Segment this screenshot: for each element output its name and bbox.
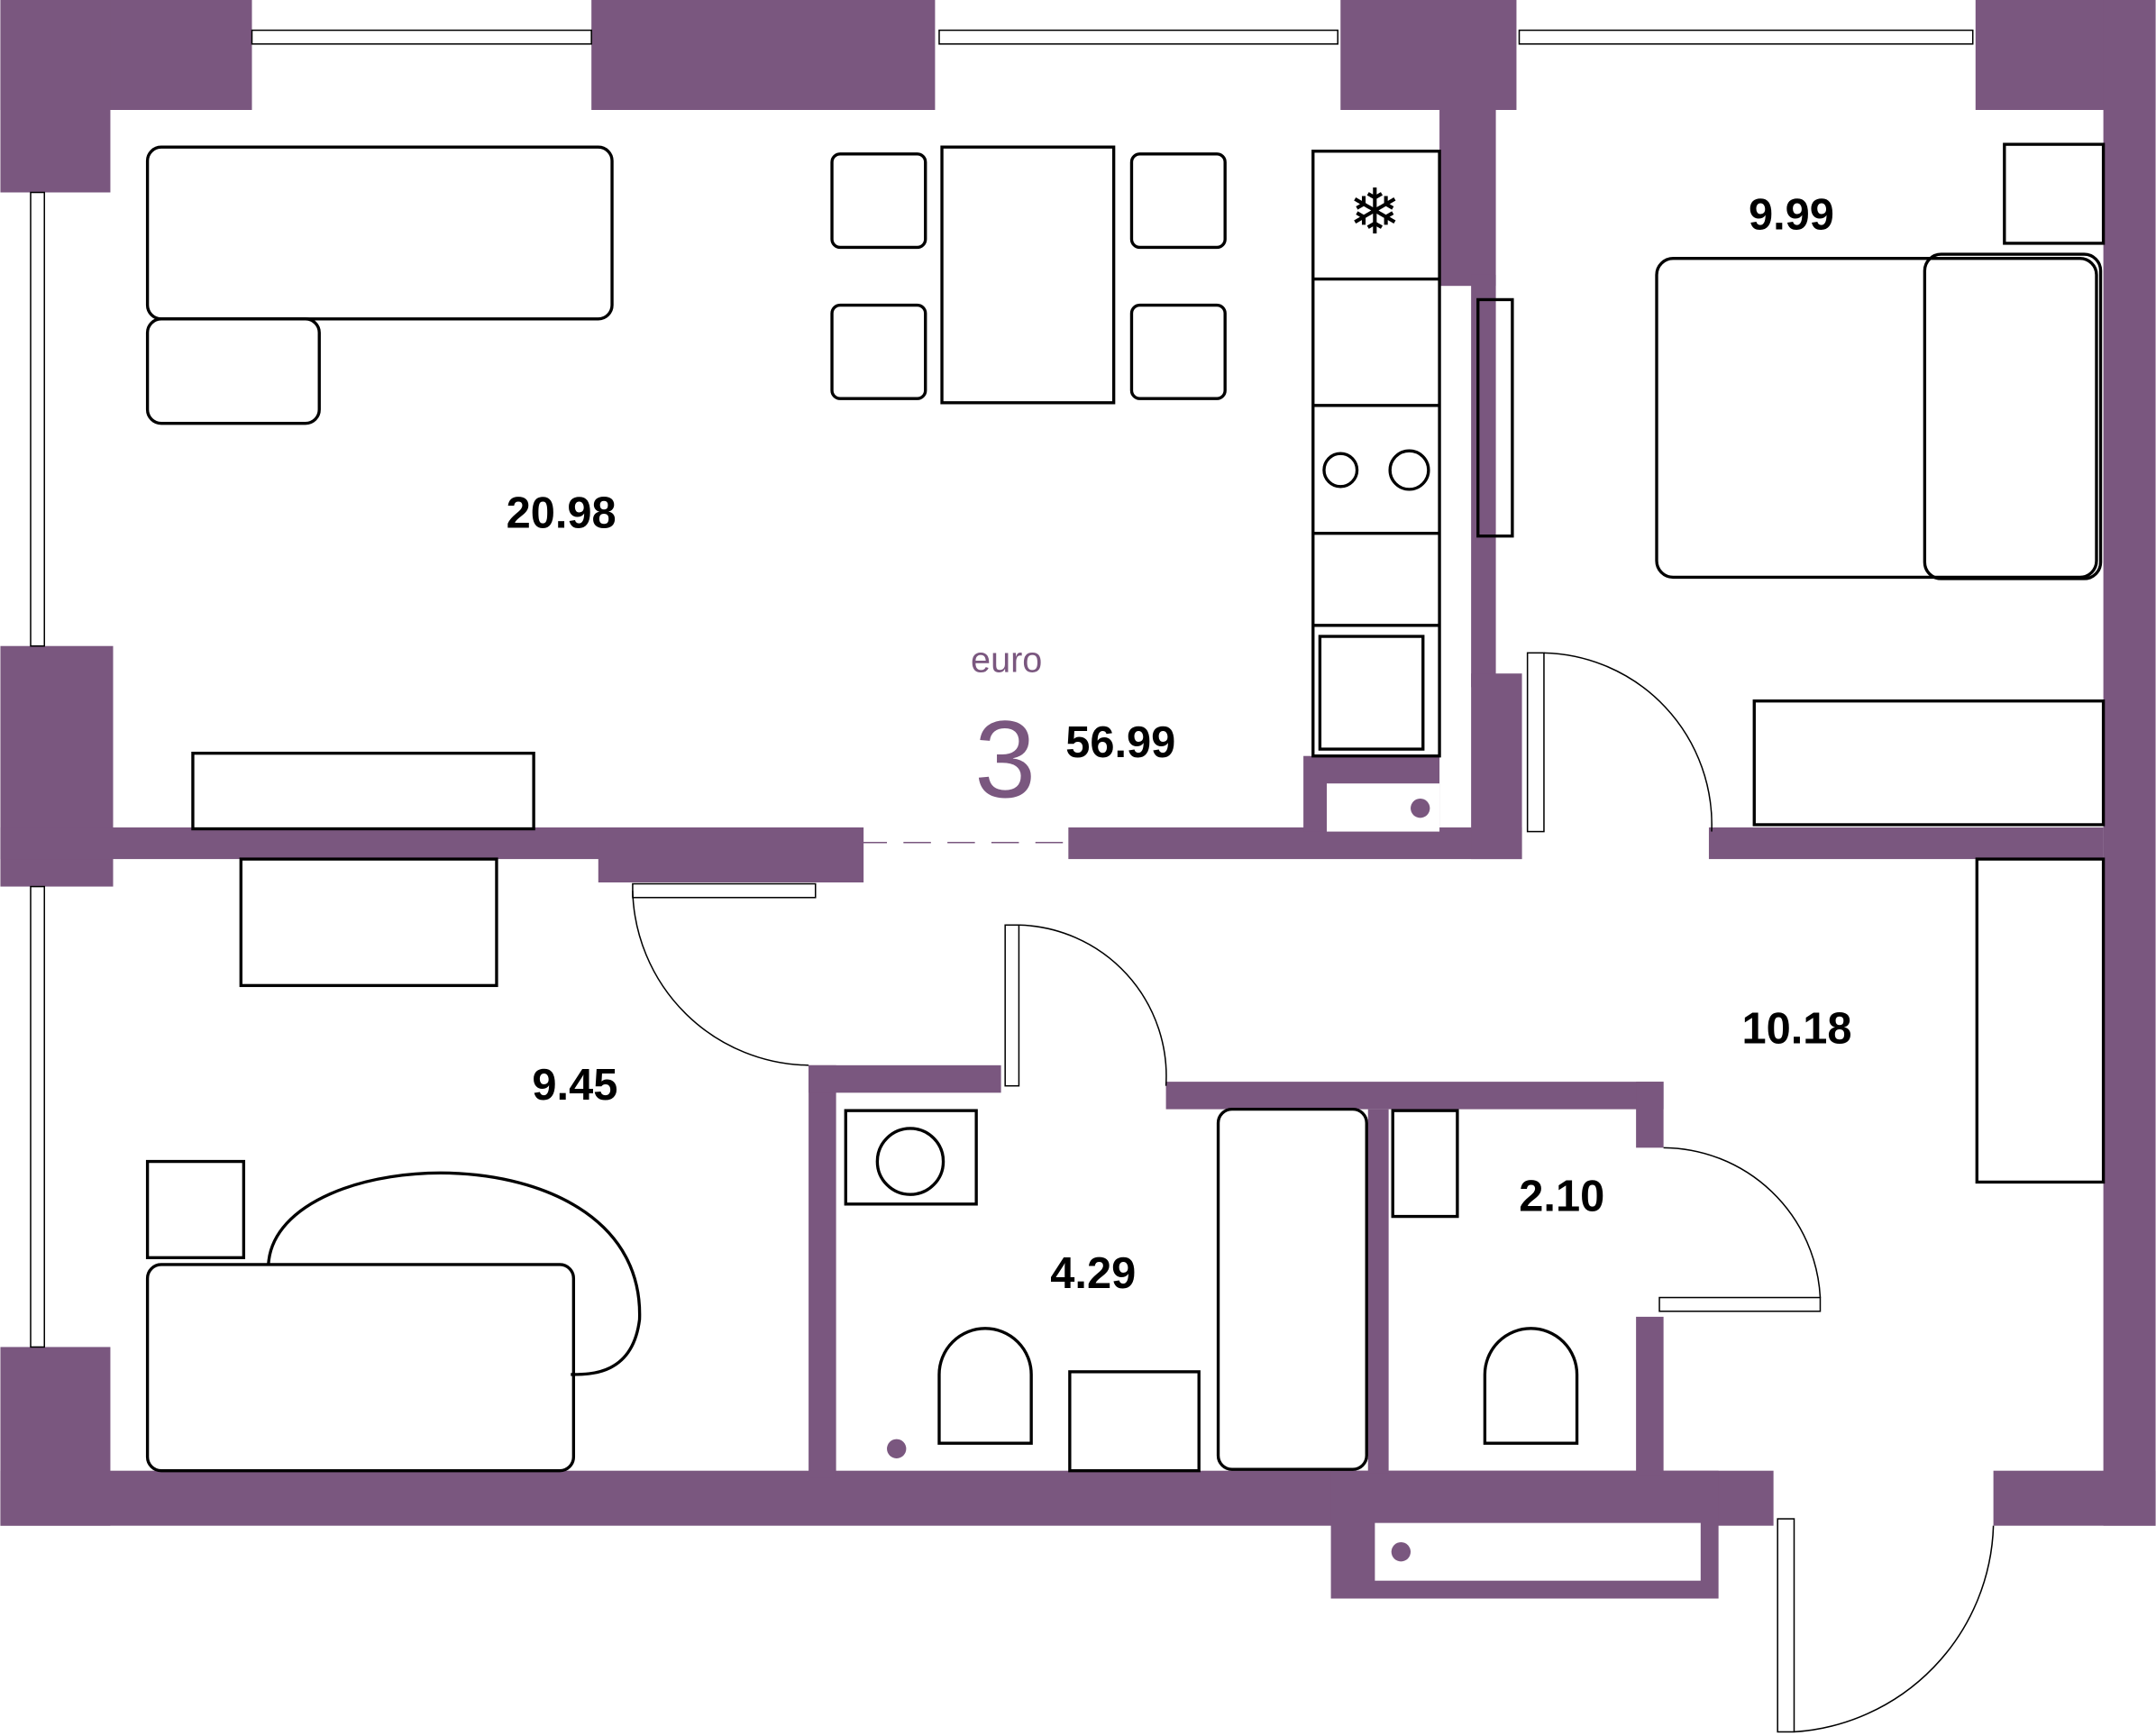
desk xyxy=(239,857,498,988)
sink xyxy=(1068,1370,1201,1473)
plan-type-label: euro xyxy=(971,641,1042,681)
tv-stand xyxy=(191,751,535,831)
area-living: 20.98 xyxy=(507,489,617,538)
sofa xyxy=(145,145,614,321)
toilet xyxy=(937,1327,1033,1445)
area-bathroom: 4.29 xyxy=(1050,1249,1136,1298)
area-bedroom: 9.99 xyxy=(1749,191,1834,240)
dining-table xyxy=(940,145,1116,405)
windows xyxy=(30,29,1974,1348)
sofa-bed xyxy=(145,1263,576,1473)
furniture: ❄ xyxy=(145,142,2106,1473)
doors xyxy=(632,652,1995,1733)
wardrobe xyxy=(1975,857,2106,1184)
rooms-count: 3 xyxy=(974,698,1036,820)
area-hallway: 10.18 xyxy=(1742,1004,1852,1053)
total-area: 56.99 xyxy=(1065,718,1175,767)
area-study: 9.45 xyxy=(532,1061,617,1110)
radiator xyxy=(1752,699,2106,827)
freezer-icon: ❄ xyxy=(1348,178,1402,248)
area-wc: 2.10 xyxy=(1519,1172,1604,1220)
bed xyxy=(1655,257,2098,580)
labels: 20.98 9.99 9.45 10.18 4.29 2.10 euro 3 5… xyxy=(507,191,1852,1298)
kitchen-counter xyxy=(1311,150,1441,758)
washing-machine xyxy=(844,1109,978,1206)
walls xyxy=(0,0,2156,1599)
bathtub xyxy=(1216,1107,1368,1471)
